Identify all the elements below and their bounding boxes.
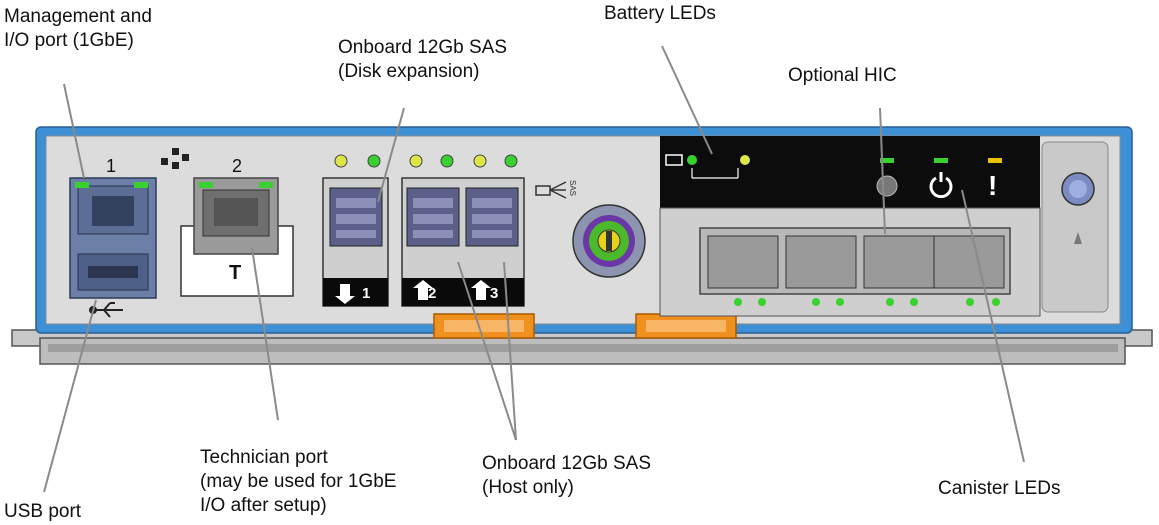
sas-host-leds [409, 154, 518, 168]
callout-sas-disk: Onboard 12Gb SAS (Disk expansion) [338, 36, 507, 84]
callout-usb-port: USB port [4, 500, 81, 524]
callout-optional-hic-line1: Optional HIC [788, 65, 897, 86]
callout-technician-port-line2: (may be used for 1GbE [200, 471, 397, 492]
callout-management-port-line2: I/O port (1GbE) [4, 30, 134, 51]
callout-canister-leds-line1: Canister LEDs [938, 478, 1061, 499]
sas-expansion-port [322, 177, 389, 307]
battery-charging-led [687, 155, 697, 165]
sas-port-3-number: 3 [490, 285, 499, 302]
status-dial [572, 204, 646, 278]
callout-sas-host-line1: Onboard 12Gb SAS [482, 453, 651, 474]
port2-link-led [199, 182, 213, 188]
release-latch-left [433, 313, 535, 339]
callout-sas-host: Onboard 12Gb SAS (Host only) [482, 452, 651, 500]
sas-tag: SAS [568, 180, 577, 197]
callout-battery-leds: Battery LEDs [604, 2, 716, 26]
technician-port [180, 177, 294, 297]
locate-knob [1041, 141, 1109, 313]
port1-activity-led [134, 182, 148, 188]
port1-link-led [75, 182, 89, 188]
leader-lines [43, 45, 1025, 493]
callout-management-port-line1: Management and [4, 6, 152, 27]
sas-expansion-leds [334, 154, 381, 168]
callout-technician-port-line1: Technician port [200, 447, 328, 468]
battery-icon [665, 154, 750, 179]
usb-port [77, 253, 149, 291]
battery-fault-led [740, 155, 750, 165]
port2-activity-led [259, 182, 273, 188]
attention-led-glyph: ! [988, 170, 998, 201]
sas-port-1-number: 1 [362, 285, 371, 302]
management-port [69, 177, 157, 299]
port1-number: 1 [106, 156, 117, 176]
technician-marker: T [229, 262, 242, 284]
callout-technician-port-line3: I/O after setup) [200, 495, 327, 516]
port2-number: 2 [232, 156, 243, 176]
sas-host-ports [401, 177, 525, 307]
sas-port-2-number: 2 [428, 285, 437, 302]
callout-technician-port: Technician port (may be used for 1GbE I/… [200, 446, 396, 518]
callout-management-port: Management and I/O port (1GbE) [4, 5, 152, 53]
callout-usb-port-line1: USB port [4, 501, 82, 522]
hic-panel [659, 136, 1041, 317]
release-latch-right [635, 313, 737, 339]
callout-sas-host-line2: (Host only) [482, 477, 574, 498]
callout-sas-disk-line2: (Disk expansion) [338, 61, 480, 82]
callout-optional-hic: Optional HIC [788, 64, 897, 88]
callout-sas-disk-line1: Onboard 12Gb SAS [338, 37, 507, 58]
callout-battery-leds-line1: Battery LEDs [604, 3, 716, 24]
network-icon [161, 148, 189, 169]
chassis-rail [11, 329, 1153, 365]
callout-canister-leds: Canister LEDs [938, 477, 1061, 501]
sas-link-icon [535, 181, 567, 199]
